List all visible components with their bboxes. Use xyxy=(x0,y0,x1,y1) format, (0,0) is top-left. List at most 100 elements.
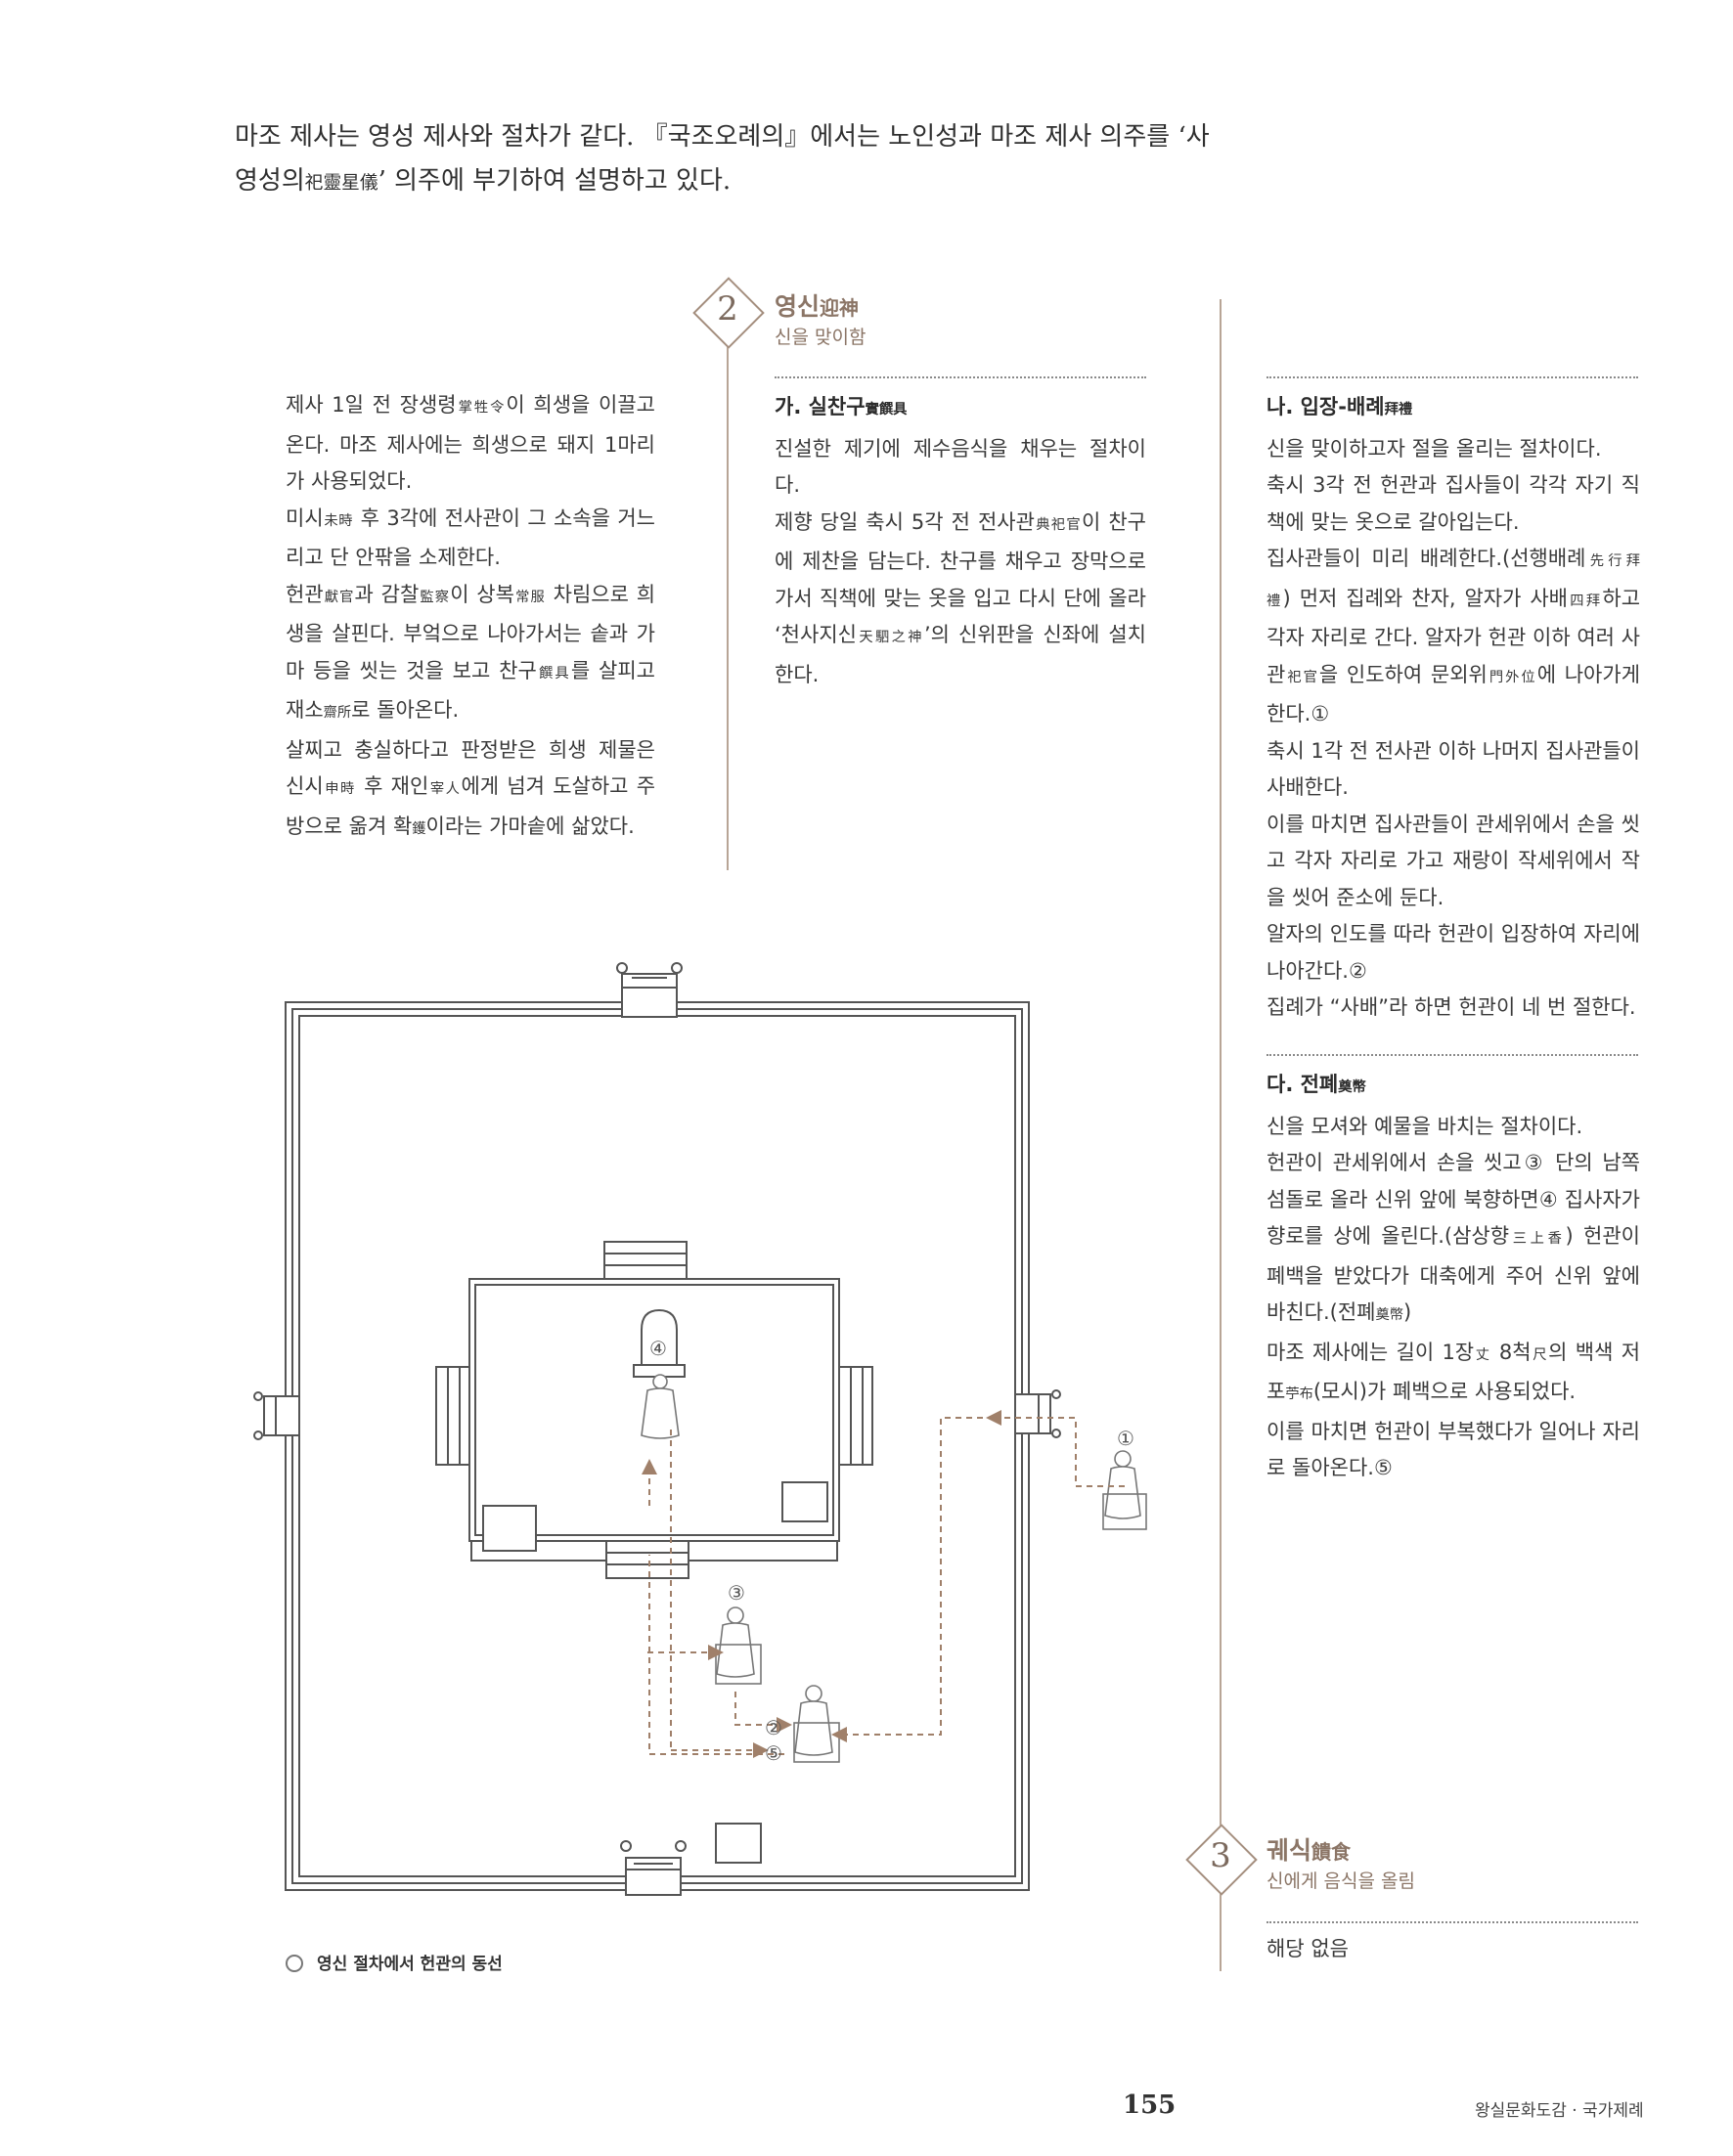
left-p4-d: 이라는 가마솥에 삶았다. xyxy=(425,814,635,838)
section-3-subtitle: 신에게 음식을 올림 xyxy=(1266,1870,1415,1892)
intro-line-2a: 영성의 xyxy=(235,166,305,196)
left-p4-c: 에게 넘겨 도살하고 주방으로 옮겨 확 xyxy=(286,774,656,838)
left-p1-han: 掌牲令 xyxy=(456,400,507,416)
officiant-route xyxy=(642,1410,1125,1758)
mid-p2-han2: 天駟之神 xyxy=(856,630,924,645)
right-mid-divider xyxy=(1266,1054,1638,1056)
east-gate-icon xyxy=(1014,1389,1061,1438)
timeline-line-right xyxy=(1220,299,1222,1971)
marker-5: ⑤ xyxy=(765,1741,782,1765)
right-b-p2-han1: 三上香 xyxy=(1509,1231,1566,1247)
south-gate-icon xyxy=(620,1840,687,1896)
marker-3: ③ xyxy=(728,1581,745,1605)
section-2-title: 영신迎神 xyxy=(775,287,859,323)
left-p3-b: 과 감찰 xyxy=(354,582,420,606)
left-p4-han3: 鑊 xyxy=(412,820,426,837)
mid-p1: 진설한 제기에 제수음식을 채우는 절차이다. xyxy=(775,436,1146,498)
south-inner-square xyxy=(715,1823,762,1864)
page-number: 155 xyxy=(1123,2090,1177,2120)
right-b-p3-han2: 尺 xyxy=(1531,1346,1549,1363)
right-b-p2-a: 헌관이 관세위에서 손을 씻고③ 단의 남쪽 섬돌로 올라 신위 앞에 북향하면… xyxy=(1266,1151,1640,1248)
right-a-p3-han2: 四拜 xyxy=(1568,593,1603,609)
section-3-number: 3 xyxy=(1210,1836,1231,1875)
left-p4-a: 살찌고 충실하다고 판정받은 희생 제물은 신시 xyxy=(286,737,655,799)
marker-2: ② xyxy=(765,1716,782,1739)
left-p3-han1: 獻官 xyxy=(323,589,355,605)
mid-p2-a: 제향 당일 축시 5각 전 전사관 xyxy=(775,509,1035,534)
right-a-p3-han3: 祀官 xyxy=(1285,669,1319,685)
right-a-p3-han1: 先行拜禮 xyxy=(1266,553,1640,609)
right-a-p3-a: 집사관들이 미리 배례한다.(선행배례 xyxy=(1266,547,1586,570)
intro-line-2b: ’ 의주에 부기하여 설명하고 있다. xyxy=(378,166,732,196)
left-p3-a: 헌관 xyxy=(286,582,324,606)
left-p1-a: 제사 1일 전 장생령 xyxy=(286,393,457,417)
left-p3-han4: 饌具 xyxy=(536,665,571,682)
right-b-p2-han2: 奠幣 xyxy=(1375,1307,1403,1323)
section-3-title-han: 饋食 xyxy=(1311,1840,1352,1864)
right-a-p1: 신을 맞이하고자 절을 올리는 절차이다. xyxy=(1266,436,1602,461)
section-3-title-text: 궤식 xyxy=(1266,1836,1312,1865)
left-p3-c: 이 상복 xyxy=(450,582,514,606)
right-column-a: 나. 입장-배례拜禮 신을 맞이하고자 절을 올리는 절차이다. 축시 3각 전… xyxy=(1266,389,1640,1027)
right-a-p2: 축시 3각 전 헌관과 집사들이 각각 자기 직책에 맞는 옷으로 갈아입는다. xyxy=(1266,473,1640,534)
right-b-p3-han1: 丈 xyxy=(1474,1346,1491,1363)
mid-p2-c: ’의 신위판을 신좌에 설치한다. xyxy=(775,623,1147,686)
left-column: 제사 1일 전 장생령掌牲令이 희생을 이끌고 온다. 마조 제사에는 희생으로… xyxy=(286,387,655,848)
right-b-p1: 신을 모셔와 예물을 바치는 절차이다. xyxy=(1266,1114,1583,1138)
right-b-heading: 다. 전폐奠幣 xyxy=(1266,1067,1640,1107)
right-a-p3-e: 에 나아가게 한다.① xyxy=(1266,662,1641,726)
diagram-caption: 영신 절차에서 헌관의 동선 xyxy=(286,1950,503,1974)
right-b-p3-b: 8척 xyxy=(1490,1340,1532,1364)
north-gate-icon xyxy=(616,962,683,1018)
right-a-heading: 나. 입장-배례拜禮 xyxy=(1266,389,1640,429)
officiant-figure-icon xyxy=(793,1685,840,1763)
right-a-p5: 이를 마치면 집사관들이 관세위에서 손을 씻고 각자 자리로 가고 재랑이 작… xyxy=(1266,812,1640,909)
right-b-p3-a: 마조 제사에는 길이 1장 xyxy=(1266,1340,1475,1364)
intro-line-1: 마조 제사는 영성 제사와 절차가 같다. 『국조오례의』에서는 노인성과 마조… xyxy=(235,122,1210,152)
left-p4-b: 후 재인 xyxy=(355,774,429,798)
left-p1-b: 이 희생을 이끌고 온다. 마조 제사에는 희생으로 돼지 1마리가 사용되었다… xyxy=(286,393,656,493)
right-b-heading-text: 다. 전폐 xyxy=(1266,1073,1339,1096)
right-top-divider xyxy=(1266,376,1638,378)
right-a-p6: 알자의 인도를 따라 헌관이 입장하여 자리에 나아간다.② xyxy=(1266,922,1640,983)
section-2-title-han: 迎神 xyxy=(820,296,860,320)
intro-paragraph: 마조 제사는 영성 제사와 절차가 같다. 『국조오례의』에서는 노인성과 마조… xyxy=(235,115,1545,205)
section-2-subtitle: 신을 맞이함 xyxy=(775,327,866,348)
left-p4-han1: 申時 xyxy=(323,781,356,797)
spirit-tablet-icon xyxy=(633,1308,686,1378)
mid-heading-text: 가. 실찬구 xyxy=(775,395,866,418)
mid-p2-han1: 典祀官 xyxy=(1034,516,1083,533)
right-column-b: 다. 전폐奠幣 신을 모셔와 예물을 바치는 절차이다. 헌관이 관세위에서 손… xyxy=(1266,1067,1640,1487)
section-3-title: 궤식饋食 xyxy=(1266,1831,1351,1867)
left-p2-b: 후 3각에 전사관이 그 소속을 거느리고 단 안팎을 소제한다. xyxy=(286,506,656,570)
mid-column: 가. 실찬구實饌具 진설한 제기에 제수음식을 채우는 절차이다. 제향 당일 … xyxy=(775,389,1146,693)
left-p3-han2: 監察 xyxy=(419,589,451,605)
right-b-p4: 이를 마치면 헌관이 부복했다가 일어나 자리로 돌아온다.⑤ xyxy=(1266,1419,1640,1480)
timeline-line-left xyxy=(727,330,729,870)
right-a-p3-c: 하고 각자 자리로 간다. 알자가 헌관 이하 여러 사관 xyxy=(1266,586,1641,686)
intro-han: 祀靈星儀 xyxy=(304,173,378,194)
mid-p2-b: 이 찬구에 제찬을 담는다. 찬구를 채우고 장막으로 가서 직책에 맞는 옷을… xyxy=(775,509,1146,647)
mid-heading-han: 實饌具 xyxy=(865,402,908,418)
diagram-caption-text: 영신 절차에서 헌관의 동선 xyxy=(317,1955,503,1974)
left-p3-han3: 常服 xyxy=(513,589,546,605)
right-a-p3-han4: 門外位 xyxy=(1487,669,1537,685)
right-a-p3-d: 을 인도하여 문외위 xyxy=(1318,662,1488,686)
caption-bullet-icon xyxy=(286,1955,303,1972)
left-p3-d: 차림으로 희생을 살핀다. 부엌으로 나아가서는 솥과 가마 등을 씻는 것을 … xyxy=(286,582,656,682)
marker-1: ① xyxy=(1117,1427,1134,1450)
left-p2-a: 미시 xyxy=(286,506,324,530)
officiant-figure-icon xyxy=(1102,1450,1147,1530)
section-3-divider xyxy=(1266,1921,1638,1923)
altar-stairs xyxy=(435,1241,873,1579)
left-p3-f: 로 돌아온다. xyxy=(351,698,460,722)
right-b-p3-c: 의 백색 저포 xyxy=(1266,1340,1641,1404)
left-p3-han5: 齋所 xyxy=(323,705,352,721)
mid-heading: 가. 실찬구實饌具 xyxy=(775,389,1146,429)
right-a-heading-han: 拜禮 xyxy=(1384,402,1413,418)
right-b-p3-han3: 苧布 xyxy=(1285,1386,1313,1402)
section-3-body: 해당 없음 xyxy=(1266,1937,1349,1960)
right-a-p4: 축시 1각 전 전사관 이하 나머지 집사관들이 사배한다. xyxy=(1266,738,1640,800)
left-p3-e: 를 살피고 재소 xyxy=(286,658,655,723)
